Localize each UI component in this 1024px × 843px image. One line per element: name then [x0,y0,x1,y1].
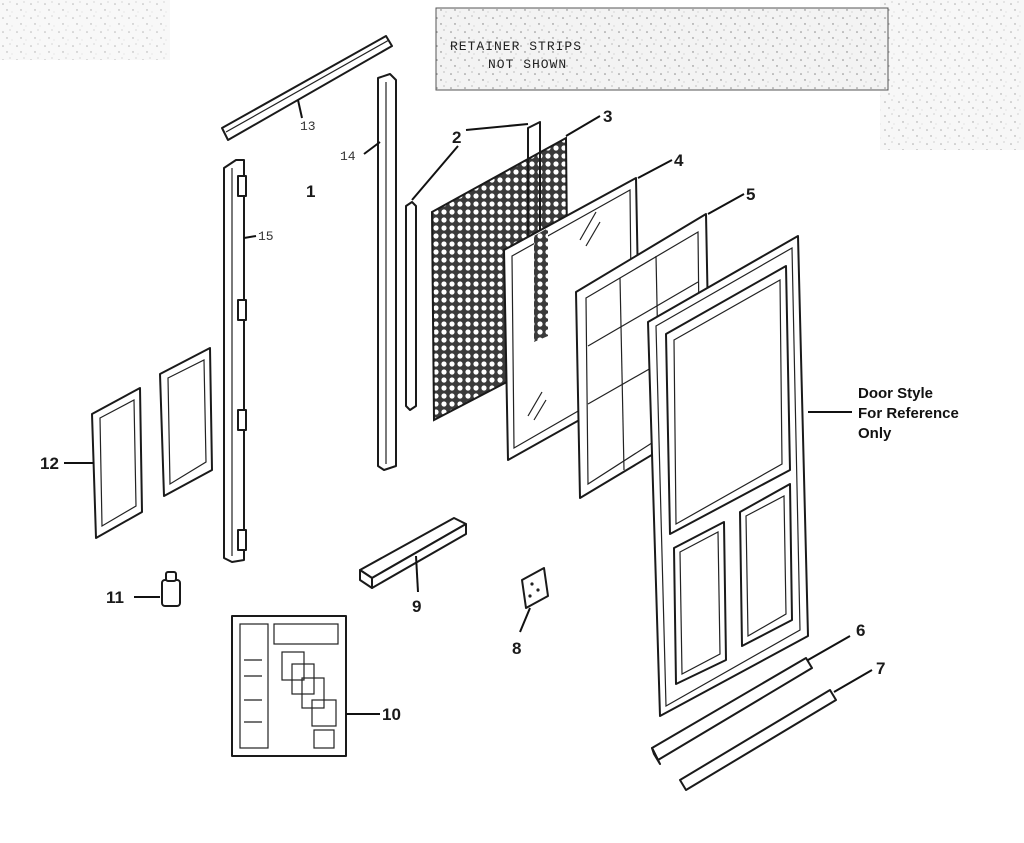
leader-2-b [465,123,529,131]
leader-9 [415,555,419,593]
leader-5 [707,193,745,215]
retainer-strips-banner: RETAINER STRIPS NOT SHOWN [435,7,889,91]
leader-8 [519,607,531,633]
callout-7: 7 [876,659,885,678]
banner-line-2: NOT SHOWN [488,57,567,72]
leader-3 [565,115,601,137]
callout-1: 1 [306,182,315,201]
callout-11: 11 [106,588,124,607]
leader-7 [833,669,873,693]
part-11-bottle [161,571,181,607]
callout-3: 3 [603,107,612,126]
callout-10: 10 [382,705,401,724]
callout-9: 9 [412,597,421,616]
callout-14: 14 [340,149,356,164]
part-10-instruction-sheet [231,615,347,757]
leader-15 [243,235,257,239]
part-14-latch-jamb [377,73,397,471]
part-13-top-strip [221,35,393,141]
part-12-decorative-panels [91,347,213,539]
part-7-sweep [679,689,837,791]
callout-2: 2 [452,128,461,147]
part-6-bottom-expander [651,657,813,765]
callout-6: 6 [856,621,865,640]
leader-2-a [411,145,459,201]
scan-noise-top-left [0,0,170,60]
part-9-carton [359,517,467,589]
callout-15: 15 [258,229,274,244]
callout-12: 12 [40,454,59,473]
reference-note-line-2: For Reference [858,405,959,422]
leader-14 [363,141,381,155]
part-8-hardware-pack [521,567,549,609]
callout-4: 4 [674,151,684,170]
callout-13: 13 [300,119,316,134]
leader-13 [297,99,303,119]
callout-5: 5 [746,185,755,204]
leader-4 [637,159,673,179]
scan-noise-top-right [880,0,1024,150]
part-15-hinge-jamb [223,159,247,563]
storm-door-frame [647,235,809,717]
part-2-retainer-strip [405,201,417,411]
reference-note-line-3: Only [858,425,892,442]
callout-8: 8 [512,639,521,658]
leader-6 [807,635,851,661]
reference-note-line-1: Door Style [858,385,933,402]
banner-line-1: RETAINER STRIPS [450,39,582,54]
